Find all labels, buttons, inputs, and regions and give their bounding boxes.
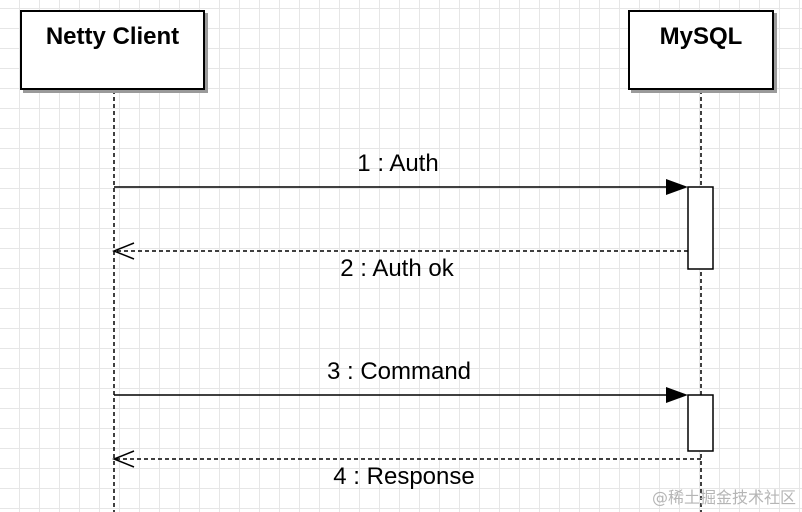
activation-box-auth (687, 186, 714, 270)
activation-box-command (687, 394, 714, 452)
message-label-command: 3 : Command (326, 358, 472, 385)
participant-netty-client: Netty Client (20, 10, 205, 90)
arrowhead-command (666, 387, 688, 403)
message-label-auth-ok: 2 : Auth ok (340, 255, 454, 282)
participant-label: MySQL (659, 23, 743, 50)
arrowhead-auth-ok (111, 242, 135, 260)
arrowhead-response (111, 450, 135, 468)
participant-label: Netty Client (45, 23, 180, 50)
watermark: @稀土掘金技术社区 (651, 488, 796, 507)
participant-mysql: MySQL (628, 10, 774, 90)
message-label-response: 4 : Response (333, 463, 475, 490)
arrowhead-auth (666, 179, 688, 195)
message-label-auth: 1 : Auth (357, 150, 439, 177)
